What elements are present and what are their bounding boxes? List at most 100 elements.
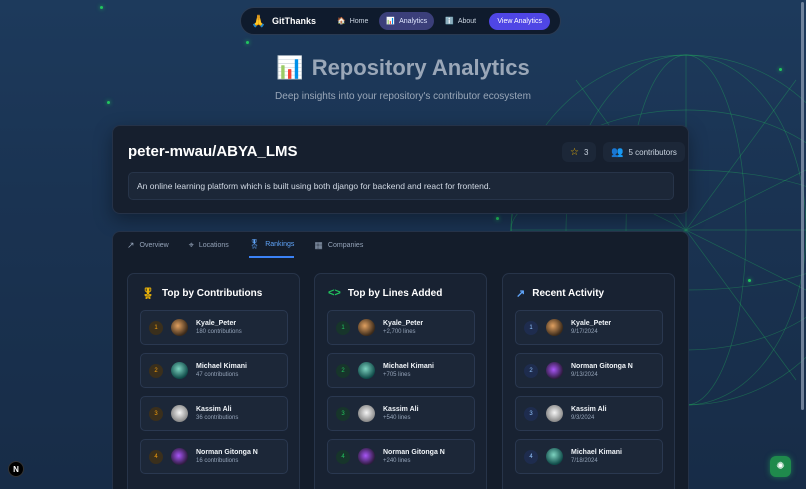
card-title-text: Top by Lines Added	[347, 287, 443, 299]
trending-up-icon: ↗	[516, 288, 526, 300]
nav-home[interactable]: 🏠 Home	[330, 12, 375, 30]
contributor-stat: 47 contributions	[196, 372, 239, 378]
rank-badge: 3	[149, 406, 163, 421]
nextjs-dev-badge[interactable]: N	[8, 461, 24, 477]
top-lines-card: <> Top by Lines Added 1 Kyale_Peter+2,70…	[314, 273, 487, 489]
rank-badge: 2	[336, 363, 350, 378]
card-title: 🎖 Top by Contributions	[141, 287, 262, 300]
brand[interactable]: 🙏 GitThanks	[251, 14, 316, 28]
list-item[interactable]: 1 Kyale_Peter+2,700 lines	[327, 310, 475, 345]
list-item[interactable]: 1 Kyale_Peter 9/17/2024	[515, 310, 663, 345]
contributor-stat: +2,700 lines	[383, 329, 416, 335]
contributor-stat: 16 contributions	[196, 458, 239, 464]
page-subtitle: Deep insights into your repository's con…	[275, 91, 531, 102]
contributor-name: Michael Kimani	[196, 363, 247, 370]
list-item[interactable]: 4 Norman Gitonga N 16 contributions	[140, 439, 288, 474]
list-item[interactable]: 4 Norman Gitonga N+240 lines	[327, 439, 475, 474]
tab-locations[interactable]: ⌖ Locations	[189, 232, 229, 258]
card-title-text: Top by Contributions	[161, 288, 263, 299]
avatar	[546, 319, 563, 336]
nav-analytics[interactable]: 📊 Analytics	[379, 12, 435, 30]
rank-badge: 4	[524, 449, 538, 464]
scrollbar[interactable]	[801, 2, 804, 410]
avatar	[171, 362, 188, 379]
stars-badge: ☆ 3	[562, 142, 597, 162]
home-icon: 🏠	[336, 18, 346, 25]
contributor-name: Kassim Ali	[571, 406, 607, 413]
avatar	[358, 405, 375, 422]
rank-badge: 2	[149, 363, 163, 378]
page-title-text: Repository Analytics	[311, 55, 530, 80]
list-item[interactable]: 3 Kassim Ali+540 lines	[327, 396, 475, 431]
tab-rankings[interactable]: 🎖 Rankings	[248, 232, 295, 258]
contributors-count: 5 contributors	[628, 147, 677, 157]
brand-name: GitThanks	[271, 16, 316, 26]
card-title-text: Recent Activity	[532, 288, 605, 299]
award-icon: 🎖	[248, 238, 261, 249]
tab-bar: ↗ Overview ⌖ Locations 🎖 Rankings ▦ Comp…	[127, 232, 363, 258]
activity-date: 7/18/2024	[571, 458, 598, 464]
avatar	[171, 319, 188, 336]
nav-about[interactable]: ℹ️ About	[438, 12, 483, 30]
avatar	[358, 319, 375, 336]
rank-badge: 2	[524, 363, 538, 378]
avatar	[546, 362, 563, 379]
avatar	[546, 405, 563, 422]
users-icon: 👥	[611, 146, 624, 158]
view-analytics-button[interactable]: View Analytics	[489, 12, 550, 30]
contributor-name: Michael Kimani	[383, 363, 434, 370]
activity-date: 9/17/2024	[571, 329, 598, 335]
avatar	[358, 448, 375, 465]
nav-analytics-label: Analytics	[399, 17, 428, 25]
rank-badge: 1	[149, 320, 163, 335]
theme-toggle-button[interactable]: ✺	[770, 456, 791, 477]
activity-date: 9/13/2024	[571, 372, 598, 378]
stars-count: 3	[583, 147, 589, 157]
list-item[interactable]: 3 Kassim Ali 9/3/2024	[515, 396, 663, 431]
info-icon: ℹ️	[445, 18, 454, 25]
rank-badge: 4	[336, 449, 350, 464]
avatar	[171, 448, 188, 465]
activity-date: 9/3/2024	[571, 415, 595, 421]
map-pin-icon: ⌖	[188, 239, 194, 250]
top-nav: 🙏 GitThanks 🏠 Home 📊 Analytics ℹ️ About …	[240, 7, 561, 35]
hero: 📊 Repository Analytics Deep insights int…	[0, 55, 806, 102]
avatar	[546, 448, 563, 465]
contributor-stat: +540 lines	[383, 415, 411, 421]
trending-up-icon: ↗	[127, 239, 135, 250]
star-icon: ☆	[570, 146, 579, 158]
avatar	[171, 405, 188, 422]
building-icon: ▦	[314, 239, 323, 250]
list-item[interactable]: 2 Michael Kimani +705 lines	[327, 353, 475, 388]
nav-home-label: Home	[349, 17, 369, 25]
contributor-name: Kassim Ali	[383, 406, 419, 413]
tab-companies[interactable]: ▦ Companies	[314, 232, 363, 258]
list-item[interactable]: 2 Michael Kimani 47 contributions	[140, 353, 288, 388]
rank-badge: 4	[149, 449, 163, 464]
tab-label: Rankings	[265, 240, 295, 248]
contributor-name: Kyale_Peter	[571, 320, 612, 327]
contributor-name: Norman Gitonga N	[196, 449, 258, 456]
card-title: ↗ Recent Activity	[516, 287, 604, 300]
bar-chart-icon: 📊	[276, 55, 304, 80]
rank-badge: 1	[524, 320, 538, 335]
rank-badge: 3	[524, 406, 538, 421]
tab-label: Overview	[139, 241, 169, 249]
tab-overview[interactable]: ↗ Overview	[127, 232, 169, 258]
bar-chart-icon: 📊	[386, 18, 396, 25]
contributor-name: Kyale_Peter	[196, 320, 237, 327]
contributor-stat: +240 lines	[383, 458, 411, 464]
repo-name: peter-mwau/ABYA_LMS	[128, 143, 298, 160]
rank-badge: 1	[336, 320, 350, 335]
contributor-name: Kassim Ali	[196, 406, 232, 413]
praying-hands-icon: 🙏	[251, 14, 266, 28]
page-title: 📊 Repository Analytics	[0, 55, 806, 81]
card-title: <> Top by Lines Added	[328, 287, 442, 299]
tab-label: Locations	[198, 241, 229, 249]
contributor-stat: +705 lines	[383, 372, 411, 378]
